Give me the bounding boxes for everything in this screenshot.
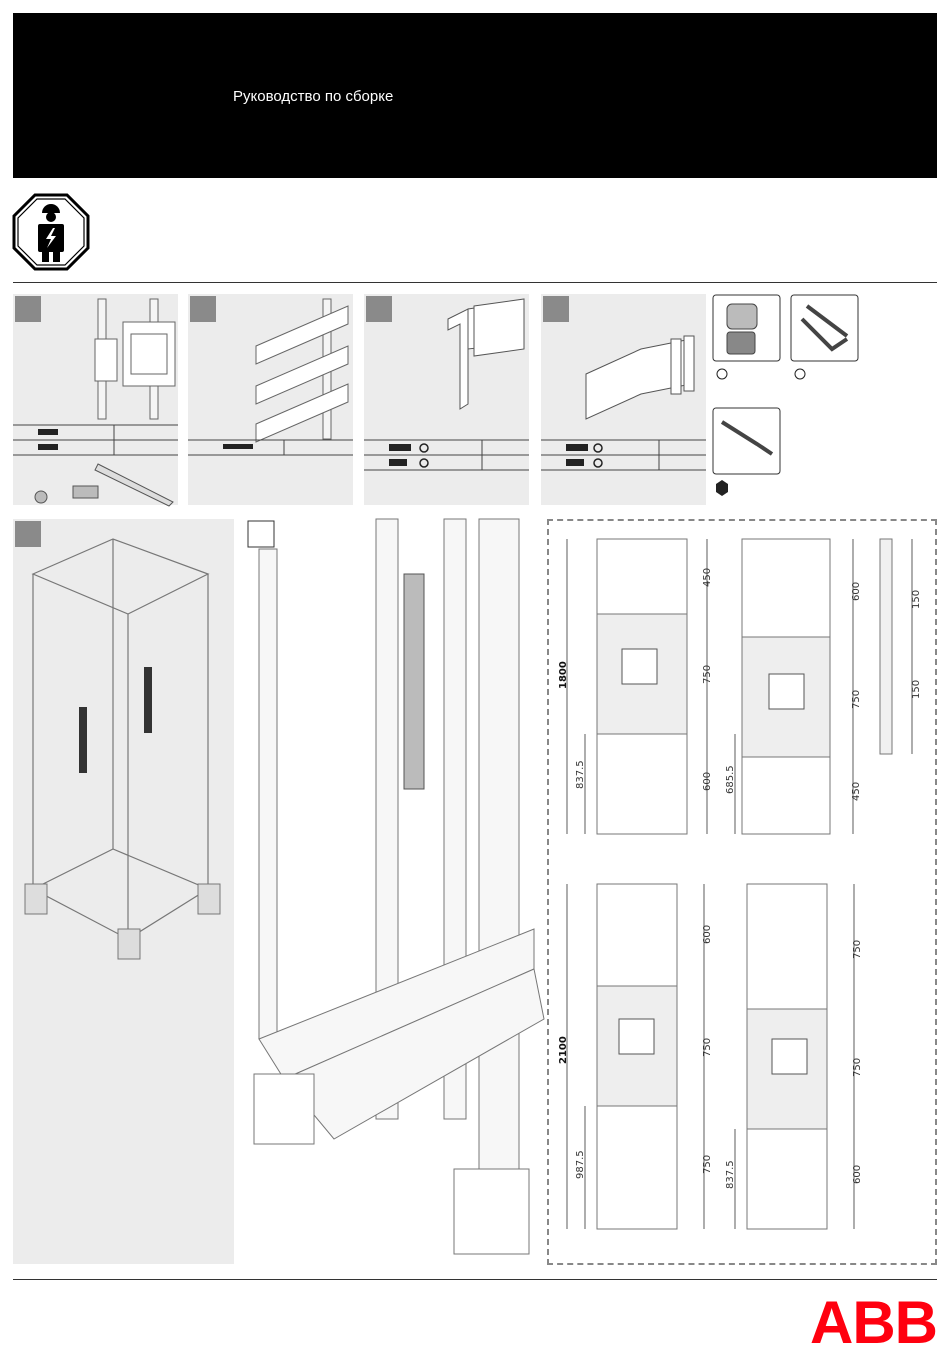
dim-bl-total: 2100 xyxy=(558,1036,569,1064)
layout-diagrams: 1800 837.5 450 750 600 685.5 600 750 450… xyxy=(547,519,937,1265)
tools-panel xyxy=(712,294,862,504)
dim-bl-s1: 600 xyxy=(702,925,713,944)
dim-tr-s1: 600 xyxy=(851,582,862,601)
rail-detail-illustration xyxy=(244,519,544,1264)
dim-bl-offset: 987.5 xyxy=(575,1150,586,1179)
dim-bl-s2: 750 xyxy=(702,1038,713,1057)
page-title: Руководство по сборке xyxy=(233,88,393,105)
dim-br-offset: 837.5 xyxy=(725,1160,736,1189)
dim-br-s2: 750 xyxy=(852,1058,863,1077)
bottom-divider xyxy=(13,1279,937,1280)
dim-br-s1: 750 xyxy=(852,940,863,959)
cabinet-frame-illustration xyxy=(13,519,234,1264)
header-banner xyxy=(13,13,937,178)
step-3-illustration xyxy=(364,294,529,505)
dim-tl-s2: 750 xyxy=(702,665,713,684)
dim-tl-offset: 837.5 xyxy=(575,760,586,789)
dim-pitch-1: 150 xyxy=(911,590,922,609)
dim-br-s3: 600 xyxy=(852,1165,863,1184)
dim-pitch-2: 150 xyxy=(911,680,922,699)
qualified-electrician-icon xyxy=(12,193,90,271)
step-2-illustration xyxy=(188,294,353,505)
abb-logo-text: ABB xyxy=(810,1298,938,1348)
abb-logo: ABB xyxy=(810,1298,938,1348)
step-1-illustration xyxy=(13,294,178,505)
dim-tr-s3: 450 xyxy=(851,782,862,801)
dim-tr-offset: 685.5 xyxy=(725,765,736,794)
step-4-illustration xyxy=(541,294,706,505)
dim-bl-s3: 750 xyxy=(702,1155,713,1174)
dim-tl-s1: 450 xyxy=(702,568,713,587)
dim-tr-s2: 750 xyxy=(851,690,862,709)
top-divider xyxy=(13,282,937,283)
dim-tl-s3: 600 xyxy=(702,772,713,791)
dim-tl-total: 1800 xyxy=(558,661,569,689)
